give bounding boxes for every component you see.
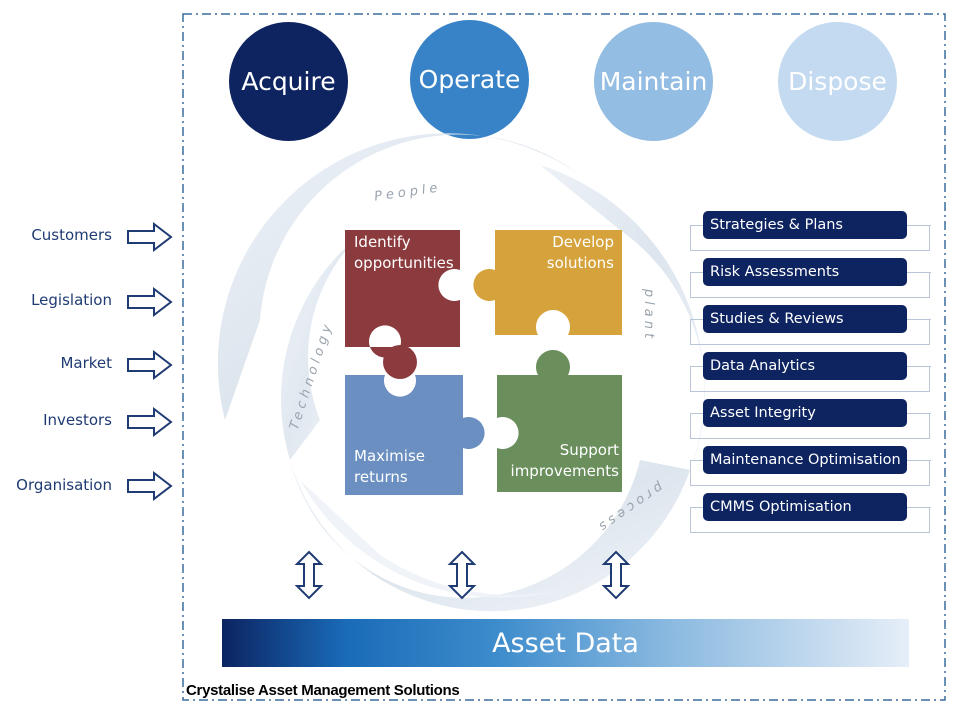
puzzle-label-develop: Develop solutions	[520, 232, 614, 274]
phase-dispose: Dispose	[778, 22, 897, 141]
phase-label: Maintain	[599, 67, 708, 96]
service-risk-assessments: Risk Assessments	[689, 258, 931, 300]
phase-label: Dispose	[788, 67, 887, 96]
service-asset-integrity: Asset Integrity	[689, 399, 931, 441]
ring-label-plant: plant	[641, 288, 657, 343]
double-arrow-icon	[601, 550, 631, 600]
phase-label: Operate	[418, 65, 521, 94]
right-arrow-icon	[127, 407, 173, 437]
label-line: Maximise	[354, 447, 426, 465]
label-line: Develop	[552, 233, 614, 251]
label-line: Support	[559, 441, 619, 459]
service-maintenance-optimisation: Maintenance Optimisation	[689, 446, 931, 488]
service-label: Asset Integrity	[703, 399, 907, 427]
puzzle-label-maximise: Maximise returns	[354, 446, 425, 488]
service-label: Data Analytics	[703, 352, 907, 380]
label-line: improvements	[510, 462, 619, 480]
right-arrow-icon	[127, 350, 173, 380]
bracket	[689, 507, 931, 533]
ring-inner	[290, 460, 690, 612]
phase-label: Acquire	[241, 67, 336, 96]
puzzle-piece-identify	[345, 230, 460, 358]
diagram-frame	[182, 13, 946, 701]
service-cmms-optimisation: CMMS Optimisation	[689, 493, 931, 535]
service-strategies-plans: Strategies & Plans	[689, 211, 931, 253]
service-label: Maintenance Optimisation	[703, 446, 907, 474]
puzzle-label-support: Support improvements	[502, 440, 619, 482]
right-arrow-icon	[127, 287, 173, 317]
bracket	[689, 413, 931, 439]
service-data-analytics: Data Analytics	[689, 352, 931, 394]
driver-organisation: Organisation	[16, 476, 112, 494]
footer-company-name: Crystalise Asset Management Solutions	[186, 682, 460, 699]
asset-data-label: Asset Data	[492, 627, 639, 659]
driver-customers: Customers	[31, 226, 112, 244]
puzzle-graphic	[345, 230, 622, 495]
frame-border	[182, 13, 946, 701]
double-arrow-icon	[447, 550, 477, 600]
driver-legislation: Legislation	[31, 291, 112, 309]
puzzle-knob-identify	[383, 345, 417, 379]
puzzle-piece-support	[497, 350, 622, 492]
puzzle-piece-maximise	[345, 375, 485, 495]
bracket	[689, 319, 931, 345]
service-label: Studies & Reviews	[703, 305, 907, 333]
right-arrow-icon	[127, 222, 173, 252]
service-studies-reviews: Studies & Reviews	[689, 305, 931, 347]
service-label: Strategies & Plans	[703, 211, 907, 239]
bracket	[689, 272, 931, 298]
label-line: solutions	[546, 254, 614, 272]
phase-operate: Operate	[410, 20, 529, 139]
bracket	[689, 225, 931, 251]
right-arrow-icon	[127, 471, 173, 501]
puzzle-label-identify: Identify opportunities	[354, 232, 454, 274]
phase-acquire: Acquire	[229, 22, 348, 141]
service-label: Risk Assessments	[703, 258, 907, 286]
double-arrow-icon	[294, 550, 324, 600]
label-line: opportunities	[354, 254, 454, 272]
label-line: returns	[354, 468, 408, 486]
ring-left	[280, 235, 360, 460]
driver-market: Market	[60, 354, 112, 372]
bracket	[689, 460, 931, 486]
label-line: Identify	[354, 233, 411, 251]
asset-data-bar: Asset Data	[222, 619, 909, 667]
service-label: CMMS Optimisation	[703, 493, 907, 521]
bracket	[689, 366, 931, 392]
ring-outer-right	[540, 165, 706, 470]
puzzle-piece-develop	[473, 230, 622, 335]
ring-bottom	[300, 480, 560, 598]
phase-maintain: Maintain	[594, 22, 713, 141]
driver-investors: Investors	[43, 411, 112, 429]
